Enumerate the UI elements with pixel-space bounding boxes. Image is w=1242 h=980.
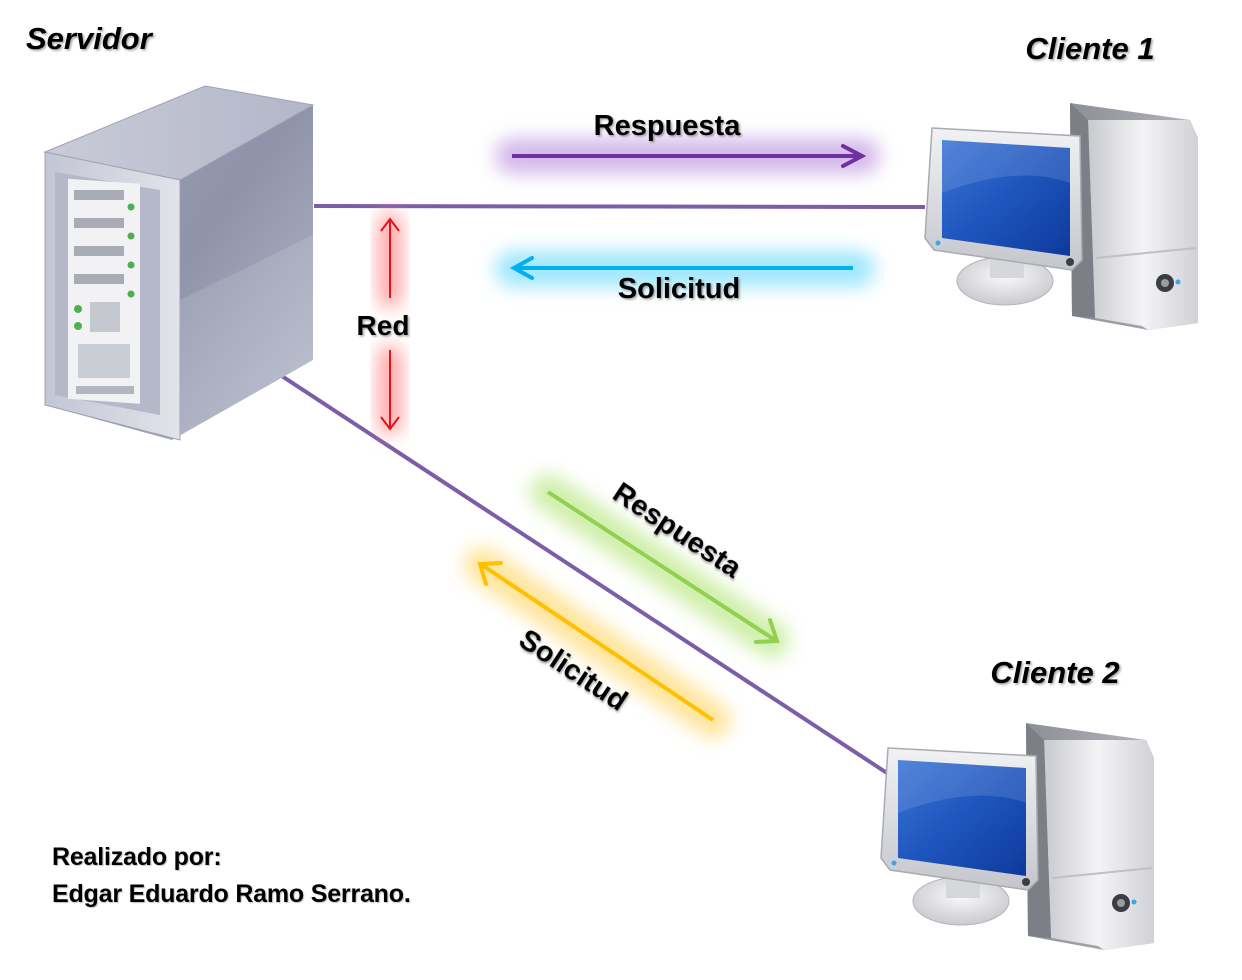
request-arrow-client2 bbox=[464, 547, 731, 738]
response-label-client1: Respuesta bbox=[594, 110, 742, 142]
network-arrow bbox=[378, 212, 402, 435]
response-arrow-client1 bbox=[495, 138, 880, 174]
credits-author: Edgar Eduardo Ramo Serrano. bbox=[52, 880, 411, 908]
link-server-client2 bbox=[260, 361, 892, 777]
server-icon bbox=[43, 85, 315, 441]
link-server-client1 bbox=[313, 204, 926, 209]
request-label-client1: Solicitud bbox=[618, 273, 740, 305]
client1-label: Cliente 1 bbox=[1025, 31, 1154, 66]
credits-heading: Realizado por: bbox=[52, 843, 222, 871]
request-arrow-client1 bbox=[495, 251, 875, 287]
network-label: Red bbox=[357, 310, 410, 341]
response-arrow-client2 bbox=[530, 474, 790, 658]
server-label: Servidor bbox=[26, 21, 154, 56]
client1-computer-icon bbox=[924, 102, 1199, 331]
client2-label: Cliente 2 bbox=[990, 655, 1119, 690]
client2-computer-icon bbox=[880, 722, 1155, 951]
